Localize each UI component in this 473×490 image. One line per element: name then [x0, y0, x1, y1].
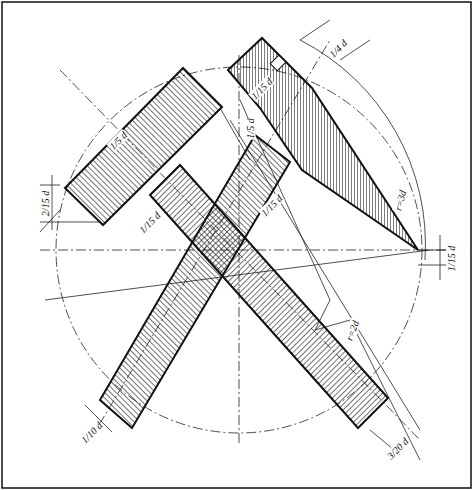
dimension-label: 3/20 d [384, 434, 411, 461]
dimension-label: r=3d [392, 188, 408, 213]
dimension-label: 1/15 d [136, 208, 163, 235]
dimension-label: 1/15 d [447, 244, 458, 271]
dimension-label: 2/15 d [41, 189, 52, 216]
dimension-label: 1/10 d [78, 418, 105, 445]
dimension-label: 1/5 d [245, 117, 256, 139]
